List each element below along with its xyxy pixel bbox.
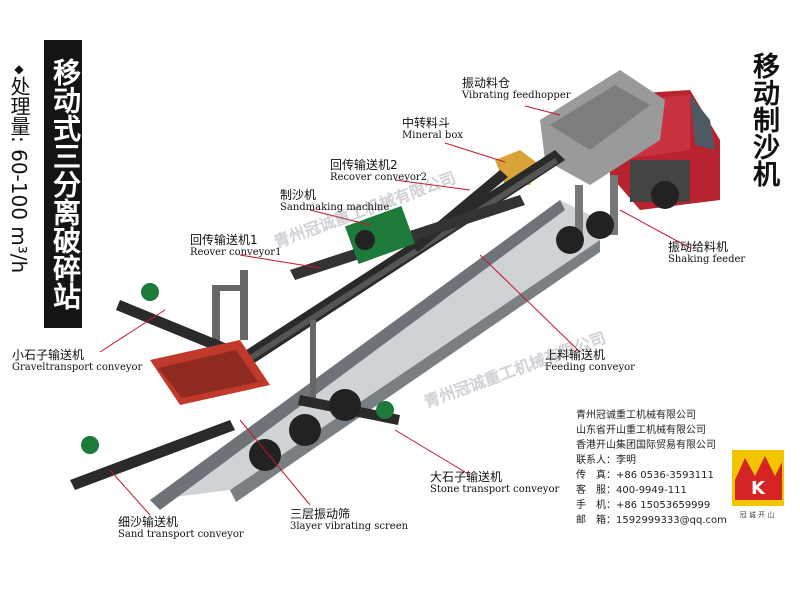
sandmaker-motor — [355, 230, 375, 250]
feeder-leg — [575, 185, 583, 245]
wheel — [289, 414, 321, 446]
trailer-side — [230, 240, 600, 502]
gantry-post — [310, 320, 316, 400]
wheel — [586, 211, 614, 239]
capacity-value: 60-100 m³/h — [7, 149, 31, 274]
stone-conveyor-motor — [376, 401, 394, 419]
contact-info: 青州冠诚重工机械有限公司 山东省开山重工机械有限公司 香港开山集团国际贸易有限公… — [576, 408, 730, 528]
company-name: 山东省开山重工机械有限公司 — [576, 425, 706, 436]
leader-lines — [99, 105, 691, 516]
contact-email: 邮 箱：1592999333@qq.com — [576, 515, 727, 526]
wheel — [556, 226, 584, 254]
trailer-frame — [150, 200, 565, 510]
capacity-label: 处理量 — [7, 76, 31, 136]
diamond-icon: ◆ — [12, 62, 26, 76]
feeder-leg — [610, 175, 618, 235]
feed-hopper-grid — [550, 85, 650, 150]
company-logo-icon: K — [732, 450, 784, 506]
company-name: 香港开山集团国际贸易有限公司 — [576, 440, 716, 451]
wheel — [329, 389, 361, 421]
contact-person: 联系人：李明 — [576, 455, 636, 466]
sand-conveyor — [70, 420, 235, 490]
capacity: ◆处理量: 60-100 m³/h — [7, 62, 31, 274]
truck-window — [690, 95, 715, 150]
gravel-conveyor — [116, 300, 230, 355]
company-name: 青州冠诚重工机械有限公司 — [576, 410, 696, 421]
wheel — [651, 181, 679, 209]
contact-service: 客 服：400-9949-111 — [576, 485, 687, 496]
wheel — [249, 439, 281, 471]
gravel-conveyor-motor — [141, 283, 159, 301]
logo-text: 冠 诚 开 山 — [739, 511, 775, 519]
main-title: 移动式三分离破碎站 — [49, 58, 82, 310]
vibrating-screen-deck — [158, 350, 258, 398]
gantry-post — [212, 285, 220, 355]
contact-fax: 传 真：+86 0536-3593111 — [576, 470, 714, 481]
gantry-post — [240, 270, 248, 340]
contact-mobile: 手 机：+86 15053659999 — [576, 500, 711, 511]
title-banner — [44, 40, 82, 328]
svg-text:K: K — [751, 478, 766, 499]
gantry-beam — [212, 285, 248, 291]
sand-conveyor-motor — [81, 436, 99, 454]
right-title: 移动制沙机 — [748, 52, 779, 187]
